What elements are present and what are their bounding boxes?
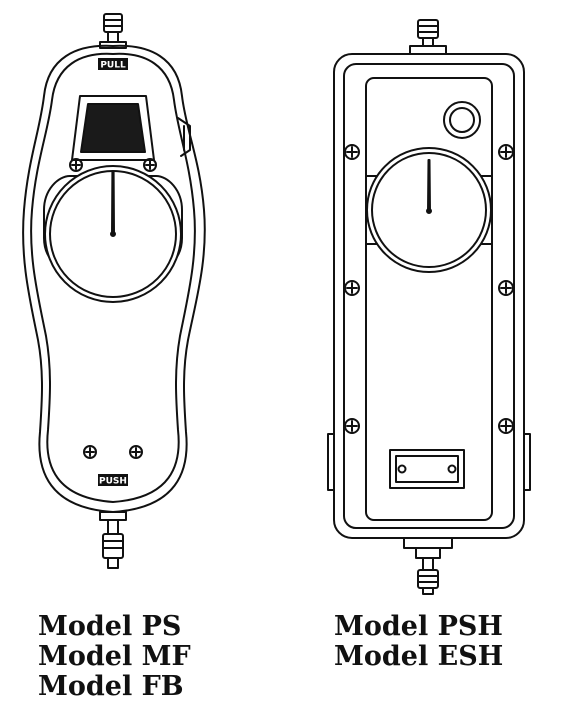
screw-upper-left [69,158,83,172]
model-name: Model ESH [334,641,504,672]
screw-lower-left [83,445,97,459]
handheld-model-list: Model PS Model MF Model FB [38,612,191,702]
box-screw-2 [498,144,514,160]
dial-needle [111,171,115,235]
box-model-list: Model PSH Model ESH [334,612,503,672]
handheld-body-inner [30,52,196,503]
box-side-tab-right [523,433,531,491]
box-housing-outer [333,53,525,539]
model-name: Model MF [38,641,191,672]
box-gauge [327,19,531,595]
box-top-connector [409,19,447,55]
pull-label: PULL [98,58,128,71]
box-screw-1 [344,144,360,160]
box-front-panel [365,77,493,521]
model-name: Model PS [38,611,182,642]
box-screw-3 [344,280,360,296]
side-button [177,117,191,157]
box-dial-needle [427,159,431,213]
model-name: Model FB [38,671,184,702]
handheld-gauge [22,13,206,569]
lcd-display [80,103,146,153]
top-connector [99,13,127,49]
box-screw-4 [498,280,514,296]
screw-upper-right [143,158,157,172]
box-side-tab-left [327,433,335,491]
box-screw-5 [344,418,360,434]
box-housing-inner [343,63,515,529]
box-screw-6 [498,418,514,434]
model-name: Model PSH [334,611,503,642]
bottom-connector [99,511,127,569]
pull-label-text: PULL [100,61,126,71]
push-label: PUSH [98,474,128,487]
box-bottom-connector [403,537,453,595]
push-label-text: PUSH [99,477,127,487]
screw-lower-right [129,445,143,459]
box-round-button [443,101,481,139]
box-display-port [389,449,465,489]
